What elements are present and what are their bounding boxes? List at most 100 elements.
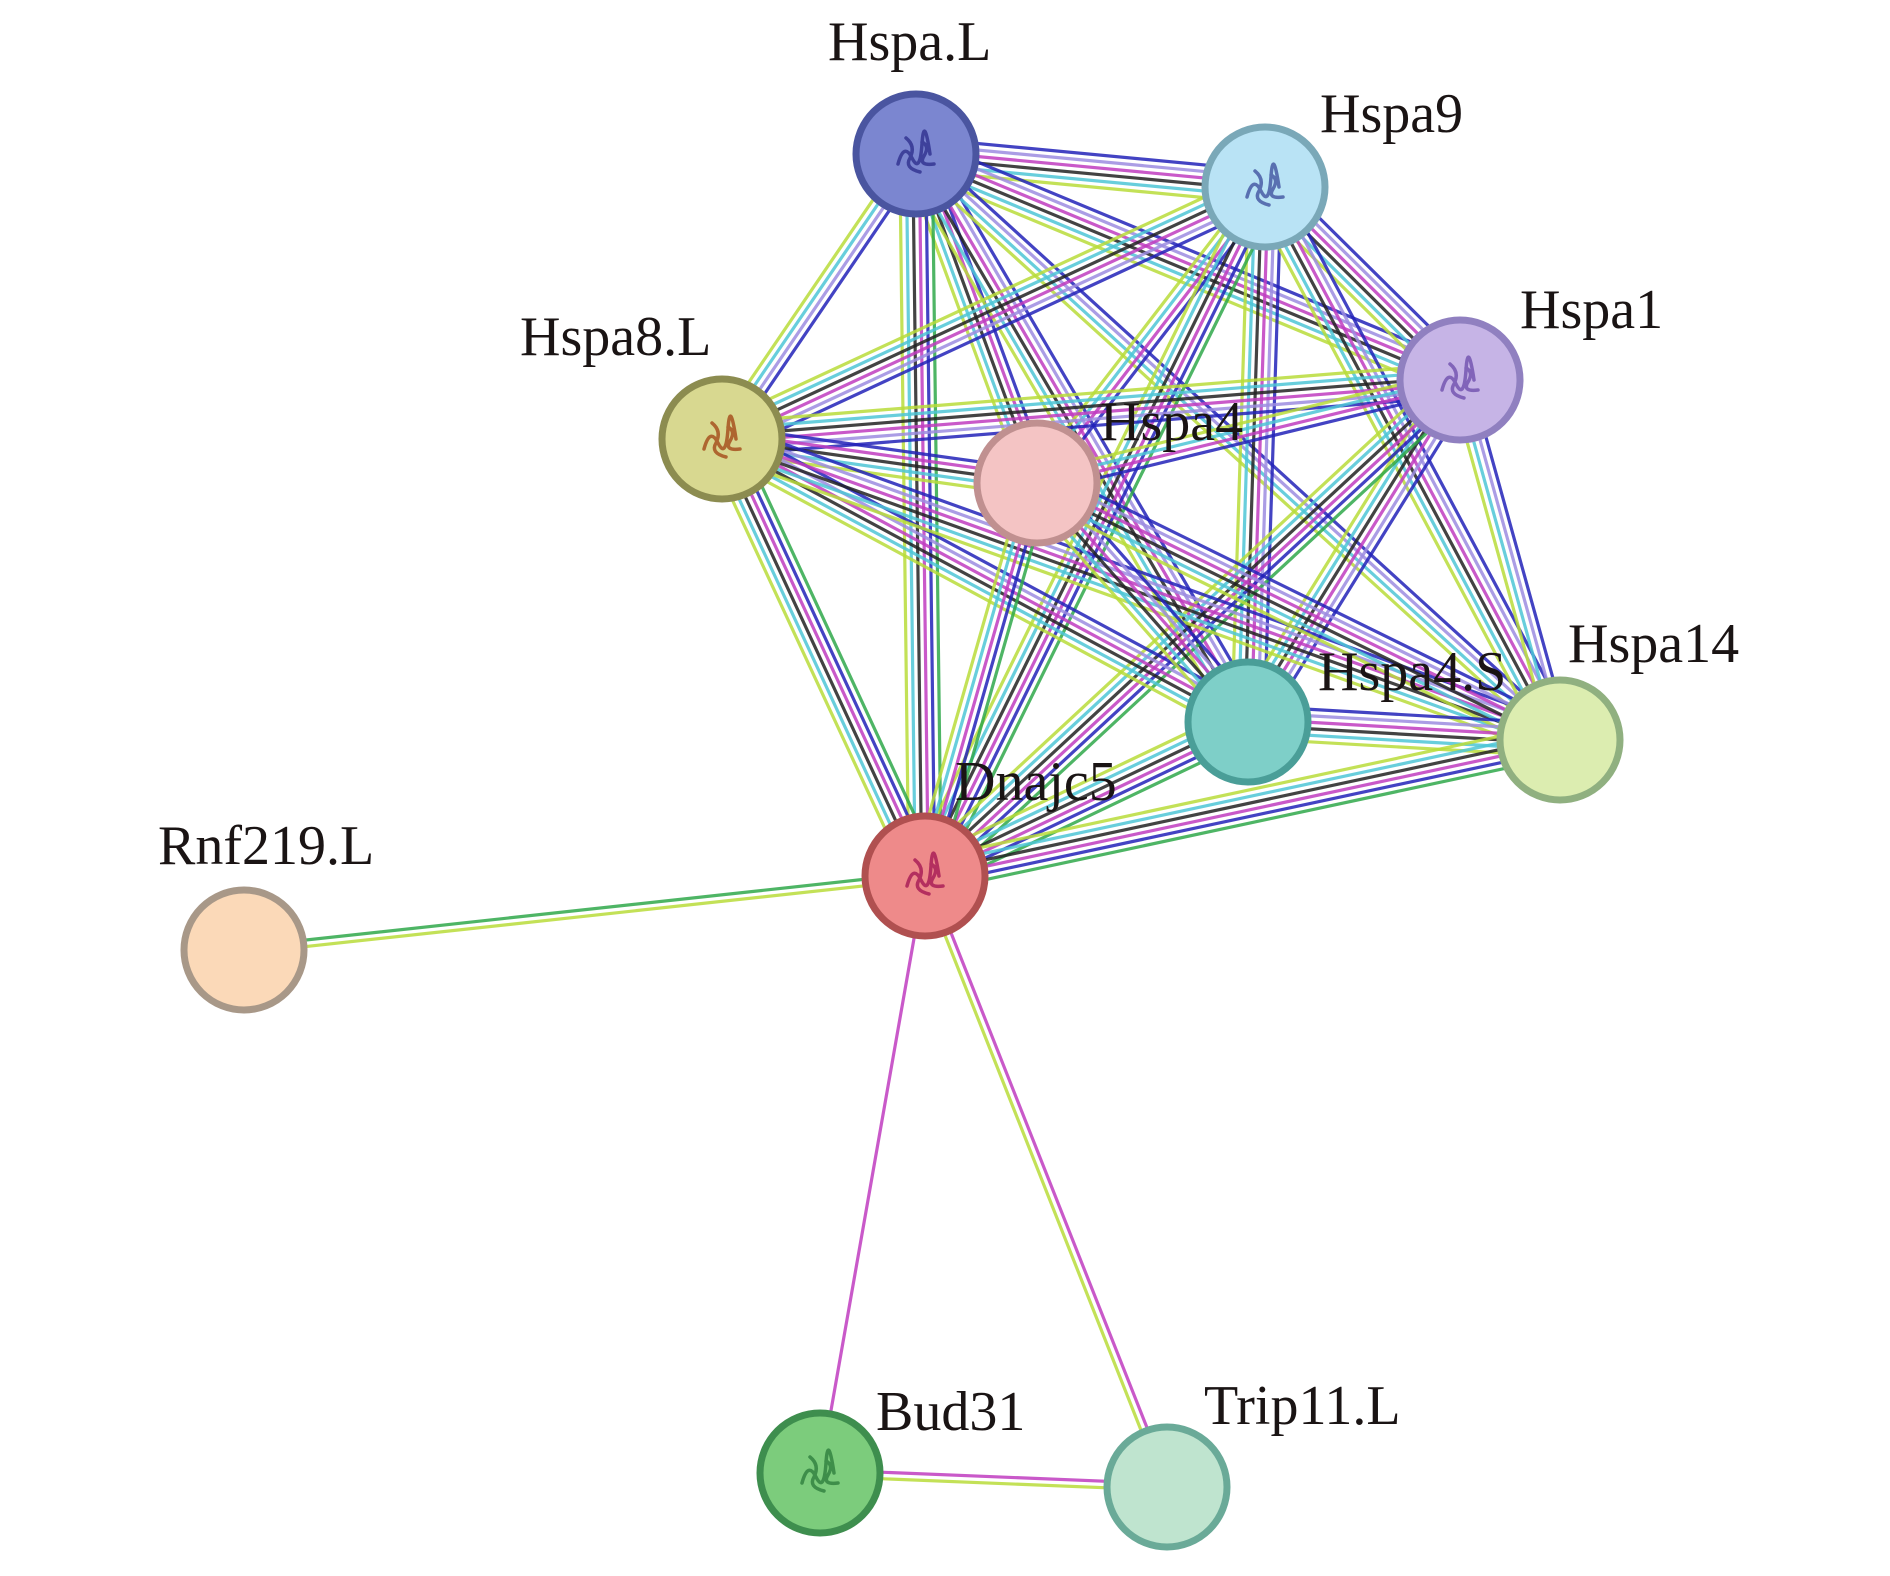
edge-line-predicted-neighborhood [725, 422, 1568, 727]
edge-line-gene-fusion [930, 152, 943, 878]
protein-structure-icon [1245, 162, 1285, 207]
edge-line-known-curated [921, 728, 1560, 869]
node-trip11-l[interactable] [1103, 1423, 1231, 1551]
edge-line-known-experimental [926, 873, 1172, 1488]
node-circle[interactable] [180, 886, 308, 1014]
edge-line-known-experimental [1249, 380, 1465, 726]
edge-line-known-experimental [720, 381, 1462, 444]
edge-line-textmining [919, 722, 1559, 862]
edge-line-textmining [713, 170, 1260, 426]
edge-hspa9-hspa8-l[interactable] [713, 170, 1274, 456]
node-circle[interactable] [1103, 1423, 1231, 1551]
node-label-hspa4: Hspa4 [1100, 391, 1243, 453]
node-label-dnajc5: Dnajc5 [955, 751, 1117, 813]
edge-line-known-experimental [926, 186, 1270, 880]
node-label-hspa4-s: Hspa4.S [1318, 641, 1506, 703]
edge-line-predicted-neighborhood [729, 433, 936, 874]
node-hspa1[interactable] [1396, 316, 1524, 444]
node-circle[interactable] [1201, 123, 1329, 251]
node-hspa-l[interactable] [852, 90, 980, 218]
edge-line-gene-fusion [935, 484, 1052, 882]
edge-line-known-experimental [721, 188, 1268, 444]
node-dnajc5[interactable] [861, 812, 989, 940]
edge-line-known-experimental [1266, 183, 1565, 741]
node-hspa14[interactable] [1496, 676, 1624, 804]
node-hspa4[interactable] [973, 419, 1101, 547]
edge-line-known-curated [711, 441, 918, 882]
node-label-rnf219-l: Rnf219.L [158, 815, 374, 877]
edges-layer [242, 136, 1576, 1492]
edge-line-known-experimental [723, 436, 930, 877]
protein-structure-icon [905, 851, 945, 896]
edge-line-known-curated [1031, 490, 1558, 751]
edge-line-predicted-neighborhood [1277, 177, 1576, 734]
node-circle[interactable] [852, 90, 980, 218]
edge-line-coexpression [1243, 376, 1459, 722]
node-hspa9[interactable] [1201, 123, 1329, 251]
edge-line-coexpression [720, 375, 1462, 438]
edge-line-known-curated [716, 176, 1263, 432]
edge-hspa1-hspa4[interactable] [1033, 368, 1464, 495]
edge-line-predicted-neighborhood [929, 483, 1045, 880]
node-circle[interactable] [756, 1409, 884, 1537]
edge-line-known-experimental [1036, 478, 1564, 739]
node-circle[interactable] [1496, 676, 1624, 804]
edge-dnajc5-bud31[interactable] [818, 874, 927, 1475]
edge-hspa14-dnajc5[interactable] [919, 722, 1566, 894]
edge-line-known-curated [719, 368, 1461, 431]
edge-line-known-experimental [1036, 381, 1463, 488]
edge-line-gene-fusion [735, 430, 942, 871]
edge-hspa8-l-hspa4-s[interactable] [712, 423, 1258, 738]
edge-hspa1-hspa4-s[interactable] [1232, 369, 1476, 733]
edge-line-known-experimental [925, 380, 1464, 880]
edge-line-homology [725, 428, 1255, 716]
node-bud31[interactable] [756, 1409, 884, 1537]
edge-line-known-curated [1236, 185, 1257, 724]
edge-line-textmining [242, 877, 927, 955]
edge-line-predicted-neighborhood [924, 152, 937, 878]
edge-line-known-experimental [923, 481, 1039, 878]
node-label-hspa-l: Hspa.L [828, 11, 991, 73]
edge-hspa4-dnajc5[interactable] [910, 477, 1052, 882]
edge-line-textmining [910, 477, 1027, 875]
node-circle[interactable] [1396, 316, 1524, 444]
node-circle[interactable] [973, 419, 1101, 547]
edge-line-known-curated [916, 371, 1455, 871]
nodes-layer [180, 90, 1624, 1551]
edge-line-textmining [1033, 368, 1460, 476]
edge-line-textmining [1028, 495, 1555, 757]
edge-line-known-experimental [721, 434, 1252, 721]
node-circle[interactable] [658, 375, 786, 503]
node-label-bud31: Bud31 [876, 1381, 1025, 1443]
edge-line-gene-fusion [926, 754, 1566, 894]
edge-line-gene-fusion [242, 871, 927, 949]
edge-line-predicted-neighborhood [920, 137, 1468, 367]
node-circle[interactable] [1184, 658, 1312, 786]
edge-line-known-experimental [924, 741, 1563, 881]
edge-dnajc5-trip11-l[interactable] [920, 873, 1172, 1490]
edge-line-coexpression [718, 440, 1249, 727]
edge-line-coexpression [922, 735, 1561, 875]
node-rnf219-l[interactable] [180, 886, 308, 1014]
edge-line-known-curated [717, 446, 1559, 751]
edge-line-homology [724, 194, 1271, 450]
edge-hspa8-l-dnajc5[interactable] [705, 430, 942, 885]
node-circle[interactable] [861, 812, 989, 940]
edge-hspa4-hspa14[interactable] [1028, 466, 1569, 757]
node-hspa8-l[interactable] [658, 375, 786, 503]
edge-line-textmining [920, 875, 1166, 1490]
node-hspa4-s[interactable] [1184, 658, 1312, 786]
edge-line-predicted-neighborhood [1262, 185, 1283, 725]
node-label-hspa9: Hspa9 [1320, 83, 1463, 145]
edge-line-homology [918, 143, 1466, 373]
edge-line-predicted-neighborhood [727, 200, 1274, 456]
node-label-hspa14: Hspa14 [1568, 613, 1739, 675]
edge-line-homology [1039, 472, 1566, 733]
edge-dnajc5-rnf219-l[interactable] [242, 871, 927, 955]
edge-line-homology [1256, 185, 1277, 724]
edge-line-textmining [908, 167, 1456, 397]
protein-structure-icon [702, 414, 742, 459]
protein-structure-icon [1440, 355, 1480, 400]
